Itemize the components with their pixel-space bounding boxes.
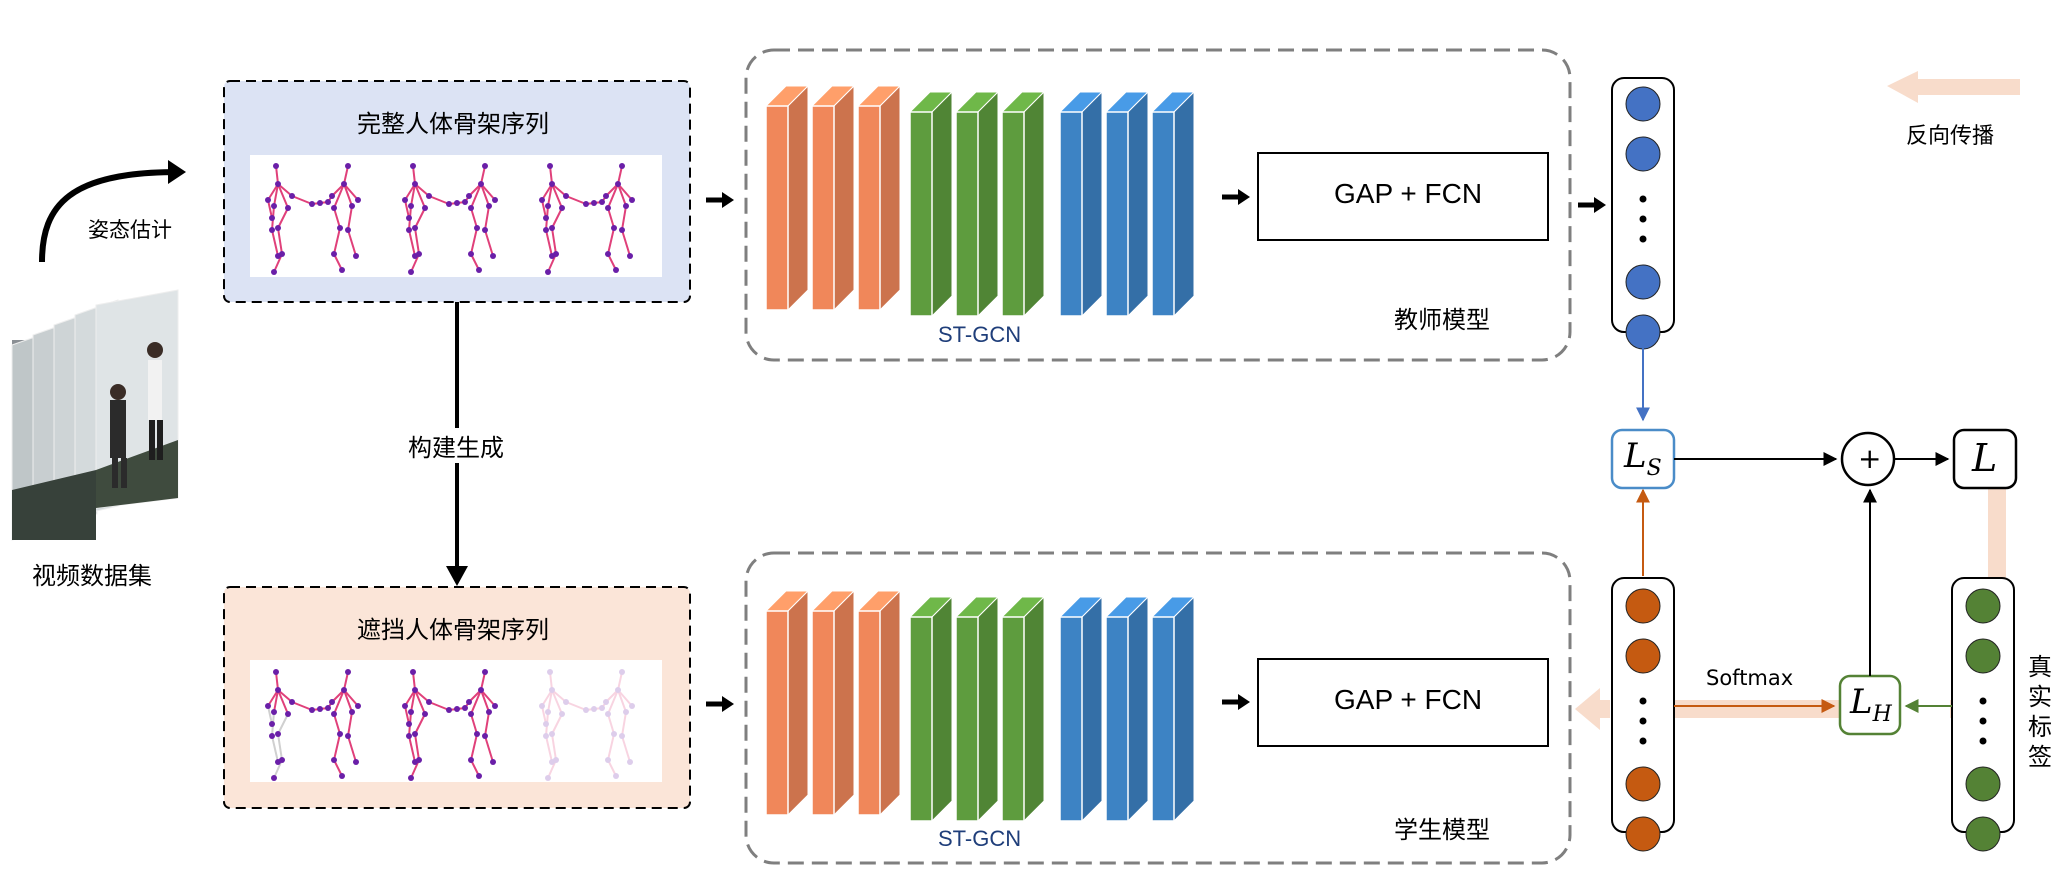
total-loss-symbol: L bbox=[1972, 436, 1998, 480]
backprop-legend-arrow bbox=[1887, 71, 2020, 103]
student-stgcn-label: ST-GCN bbox=[938, 826, 1022, 851]
lh-symbol: LH bbox=[1850, 682, 1892, 727]
teacher-gap-fcn-label: GAP + FCN bbox=[1334, 178, 1483, 209]
layer-slab bbox=[856, 84, 902, 312]
layer-slab bbox=[764, 84, 810, 312]
output-node bbox=[1965, 588, 2001, 624]
skeleton-pair bbox=[265, 669, 361, 781]
layer-slab bbox=[908, 595, 954, 823]
occluded-skeleton-title: 遮挡人体骨架序列 bbox=[357, 616, 549, 644]
layer-slab bbox=[856, 589, 902, 817]
output-nodes bbox=[1625, 86, 2001, 852]
output-node bbox=[1625, 816, 1661, 852]
occluded-skeleton-image bbox=[250, 660, 662, 782]
stgcn-layers bbox=[764, 84, 1196, 823]
backprop-paths bbox=[1575, 71, 2020, 730]
skeleton-pair bbox=[539, 163, 635, 275]
video-frames-stack bbox=[11, 289, 179, 541]
construct-generate-label: 构建生成 bbox=[406, 428, 506, 463]
ls-letter: L bbox=[1624, 436, 1647, 476]
pose-estimation-arrow bbox=[39, 169, 179, 263]
layer-slab bbox=[1058, 595, 1104, 823]
true-label-text: 真实标签 bbox=[2028, 653, 2052, 771]
output-node bbox=[1625, 766, 1661, 802]
ellipsis-dot bbox=[1639, 737, 1647, 745]
pose-estimation-label: 姿态估计 bbox=[88, 218, 172, 242]
output-node bbox=[1625, 588, 1661, 624]
ls-symbol: LS bbox=[1624, 436, 1662, 481]
output-arrows bbox=[1578, 197, 1606, 213]
layer-slab bbox=[1150, 90, 1196, 318]
layer-slab bbox=[1000, 90, 1046, 318]
ellipsis-dot bbox=[1979, 697, 1987, 705]
gap-arrows bbox=[1222, 189, 1250, 710]
video-dataset-label: 视频数据集 bbox=[32, 562, 152, 590]
lh-letter: L bbox=[1850, 682, 1873, 722]
total-loss-box bbox=[1952, 428, 2018, 490]
complete-skeleton-title: 完整人体骨架序列 bbox=[357, 110, 549, 138]
student-gap-fcn-label: GAP + FCN bbox=[1334, 684, 1483, 715]
output-node bbox=[1625, 264, 1661, 300]
ellipsis-dot bbox=[1639, 195, 1647, 203]
layer-slab bbox=[908, 90, 954, 318]
ellipsis-dot bbox=[1979, 737, 1987, 745]
ellipsis-dot bbox=[1639, 235, 1647, 243]
layer-slab bbox=[810, 84, 856, 312]
layer-slab bbox=[764, 589, 810, 817]
layer-slab bbox=[1000, 595, 1046, 823]
backprop-label: 反向传播 bbox=[1906, 124, 1995, 149]
ellipsis-dot bbox=[1639, 717, 1647, 725]
layer-slab bbox=[810, 589, 856, 817]
ls-subscript: S bbox=[1646, 456, 1662, 481]
student-model-box bbox=[744, 551, 1572, 865]
plus-symbol: + bbox=[1858, 442, 1882, 475]
video-frame bbox=[11, 289, 179, 541]
ellipsis-dot bbox=[1979, 717, 1987, 725]
skeleton-pair bbox=[265, 163, 361, 275]
skeleton-pair bbox=[539, 669, 635, 781]
layer-slab bbox=[1104, 595, 1150, 823]
layer-slab bbox=[1058, 90, 1104, 318]
complete-skeleton-image bbox=[250, 155, 662, 277]
output-node bbox=[1625, 86, 1661, 122]
skeleton-pair bbox=[402, 669, 498, 781]
student-gap-fcn-box bbox=[1257, 658, 1549, 747]
student-model-label: 学生模型 bbox=[1394, 816, 1490, 844]
output-node bbox=[1625, 638, 1661, 674]
output-node bbox=[1965, 766, 2001, 802]
teacher-stgcn-label: ST-GCN bbox=[938, 322, 1022, 347]
lh-subscript: H bbox=[1872, 702, 1892, 727]
teacher-gap-fcn-box bbox=[1257, 152, 1549, 241]
output-node bbox=[1965, 816, 2001, 852]
layer-slab bbox=[1104, 90, 1150, 318]
output-node bbox=[1625, 136, 1661, 172]
ellipsis-dot bbox=[1639, 697, 1647, 705]
softmax-label: Softmax bbox=[1706, 666, 1794, 690]
layer-slab bbox=[954, 90, 1000, 318]
skeleton-pair bbox=[402, 163, 498, 275]
input-arrows bbox=[706, 192, 734, 712]
teacher-model-box bbox=[744, 48, 1572, 362]
teacher-model-label: 教师模型 bbox=[1394, 306, 1490, 334]
ellipsis-dot bbox=[1639, 215, 1647, 223]
skeleton-figures bbox=[265, 163, 635, 781]
layer-slab bbox=[954, 595, 1000, 823]
layer-slab bbox=[1150, 595, 1196, 823]
output-node bbox=[1965, 638, 2001, 674]
